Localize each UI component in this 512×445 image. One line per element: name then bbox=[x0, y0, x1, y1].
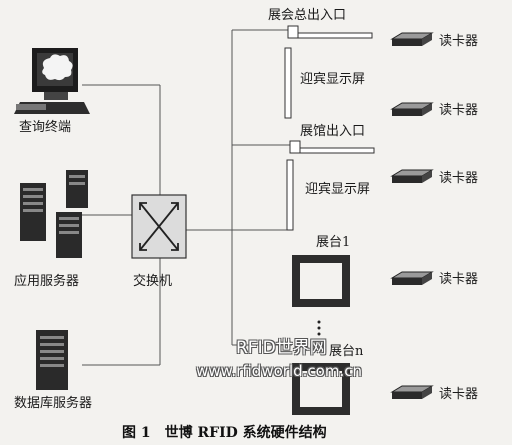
card-reader-label: 读卡器 bbox=[439, 272, 479, 287]
expo-gate-label: 展会总出入口 bbox=[268, 8, 347, 23]
card-reader-icon bbox=[390, 169, 434, 183]
card-reader-icon bbox=[390, 271, 434, 285]
pavilion-gate-label: 展馆出入口 bbox=[300, 124, 366, 139]
booth-1-label: 展台1 bbox=[316, 235, 351, 250]
card-reader-label: 读卡器 bbox=[439, 34, 479, 49]
welcome-display-icon-1 bbox=[284, 47, 292, 119]
db-server-icon bbox=[36, 330, 68, 390]
welcome-display-label-1: 迎宾显示屏 bbox=[300, 72, 366, 87]
db-server-label: 数据库服务器 bbox=[14, 396, 93, 411]
connectors bbox=[82, 29, 292, 366]
booth-n-label: 展台n bbox=[329, 344, 364, 359]
booth-1-icon bbox=[292, 255, 350, 307]
watermark-line-1: RFID世界网 bbox=[236, 338, 327, 358]
card-reader-label: 读卡器 bbox=[439, 103, 479, 118]
card-reader-icon bbox=[390, 32, 434, 46]
app-server-label: 应用服务器 bbox=[14, 274, 80, 289]
query-terminal-label: 查询终端 bbox=[19, 120, 72, 135]
computer-icon bbox=[14, 48, 90, 114]
welcome-display-label-2: 迎宾显示屏 bbox=[305, 182, 371, 197]
ellipsis-dots bbox=[317, 320, 321, 336]
watermark-line-2: www.rfidworld.com.cn bbox=[196, 362, 362, 380]
booth-n-icon bbox=[292, 363, 350, 415]
pavilion-gate-icon bbox=[289, 140, 375, 154]
switch-label: 交换机 bbox=[133, 274, 173, 289]
expo-gate-icon bbox=[287, 25, 373, 39]
welcome-display-icon-2 bbox=[286, 159, 294, 231]
switch-icon bbox=[131, 194, 187, 259]
card-reader-icon bbox=[390, 102, 434, 116]
card-reader-label: 读卡器 bbox=[439, 387, 479, 402]
card-reader-icon bbox=[390, 385, 434, 399]
card-reader-label: 读卡器 bbox=[439, 171, 479, 186]
app-server-icon bbox=[20, 170, 88, 258]
figure-caption: 图 1 世博 RFID 系统硬件结构 bbox=[122, 425, 327, 441]
